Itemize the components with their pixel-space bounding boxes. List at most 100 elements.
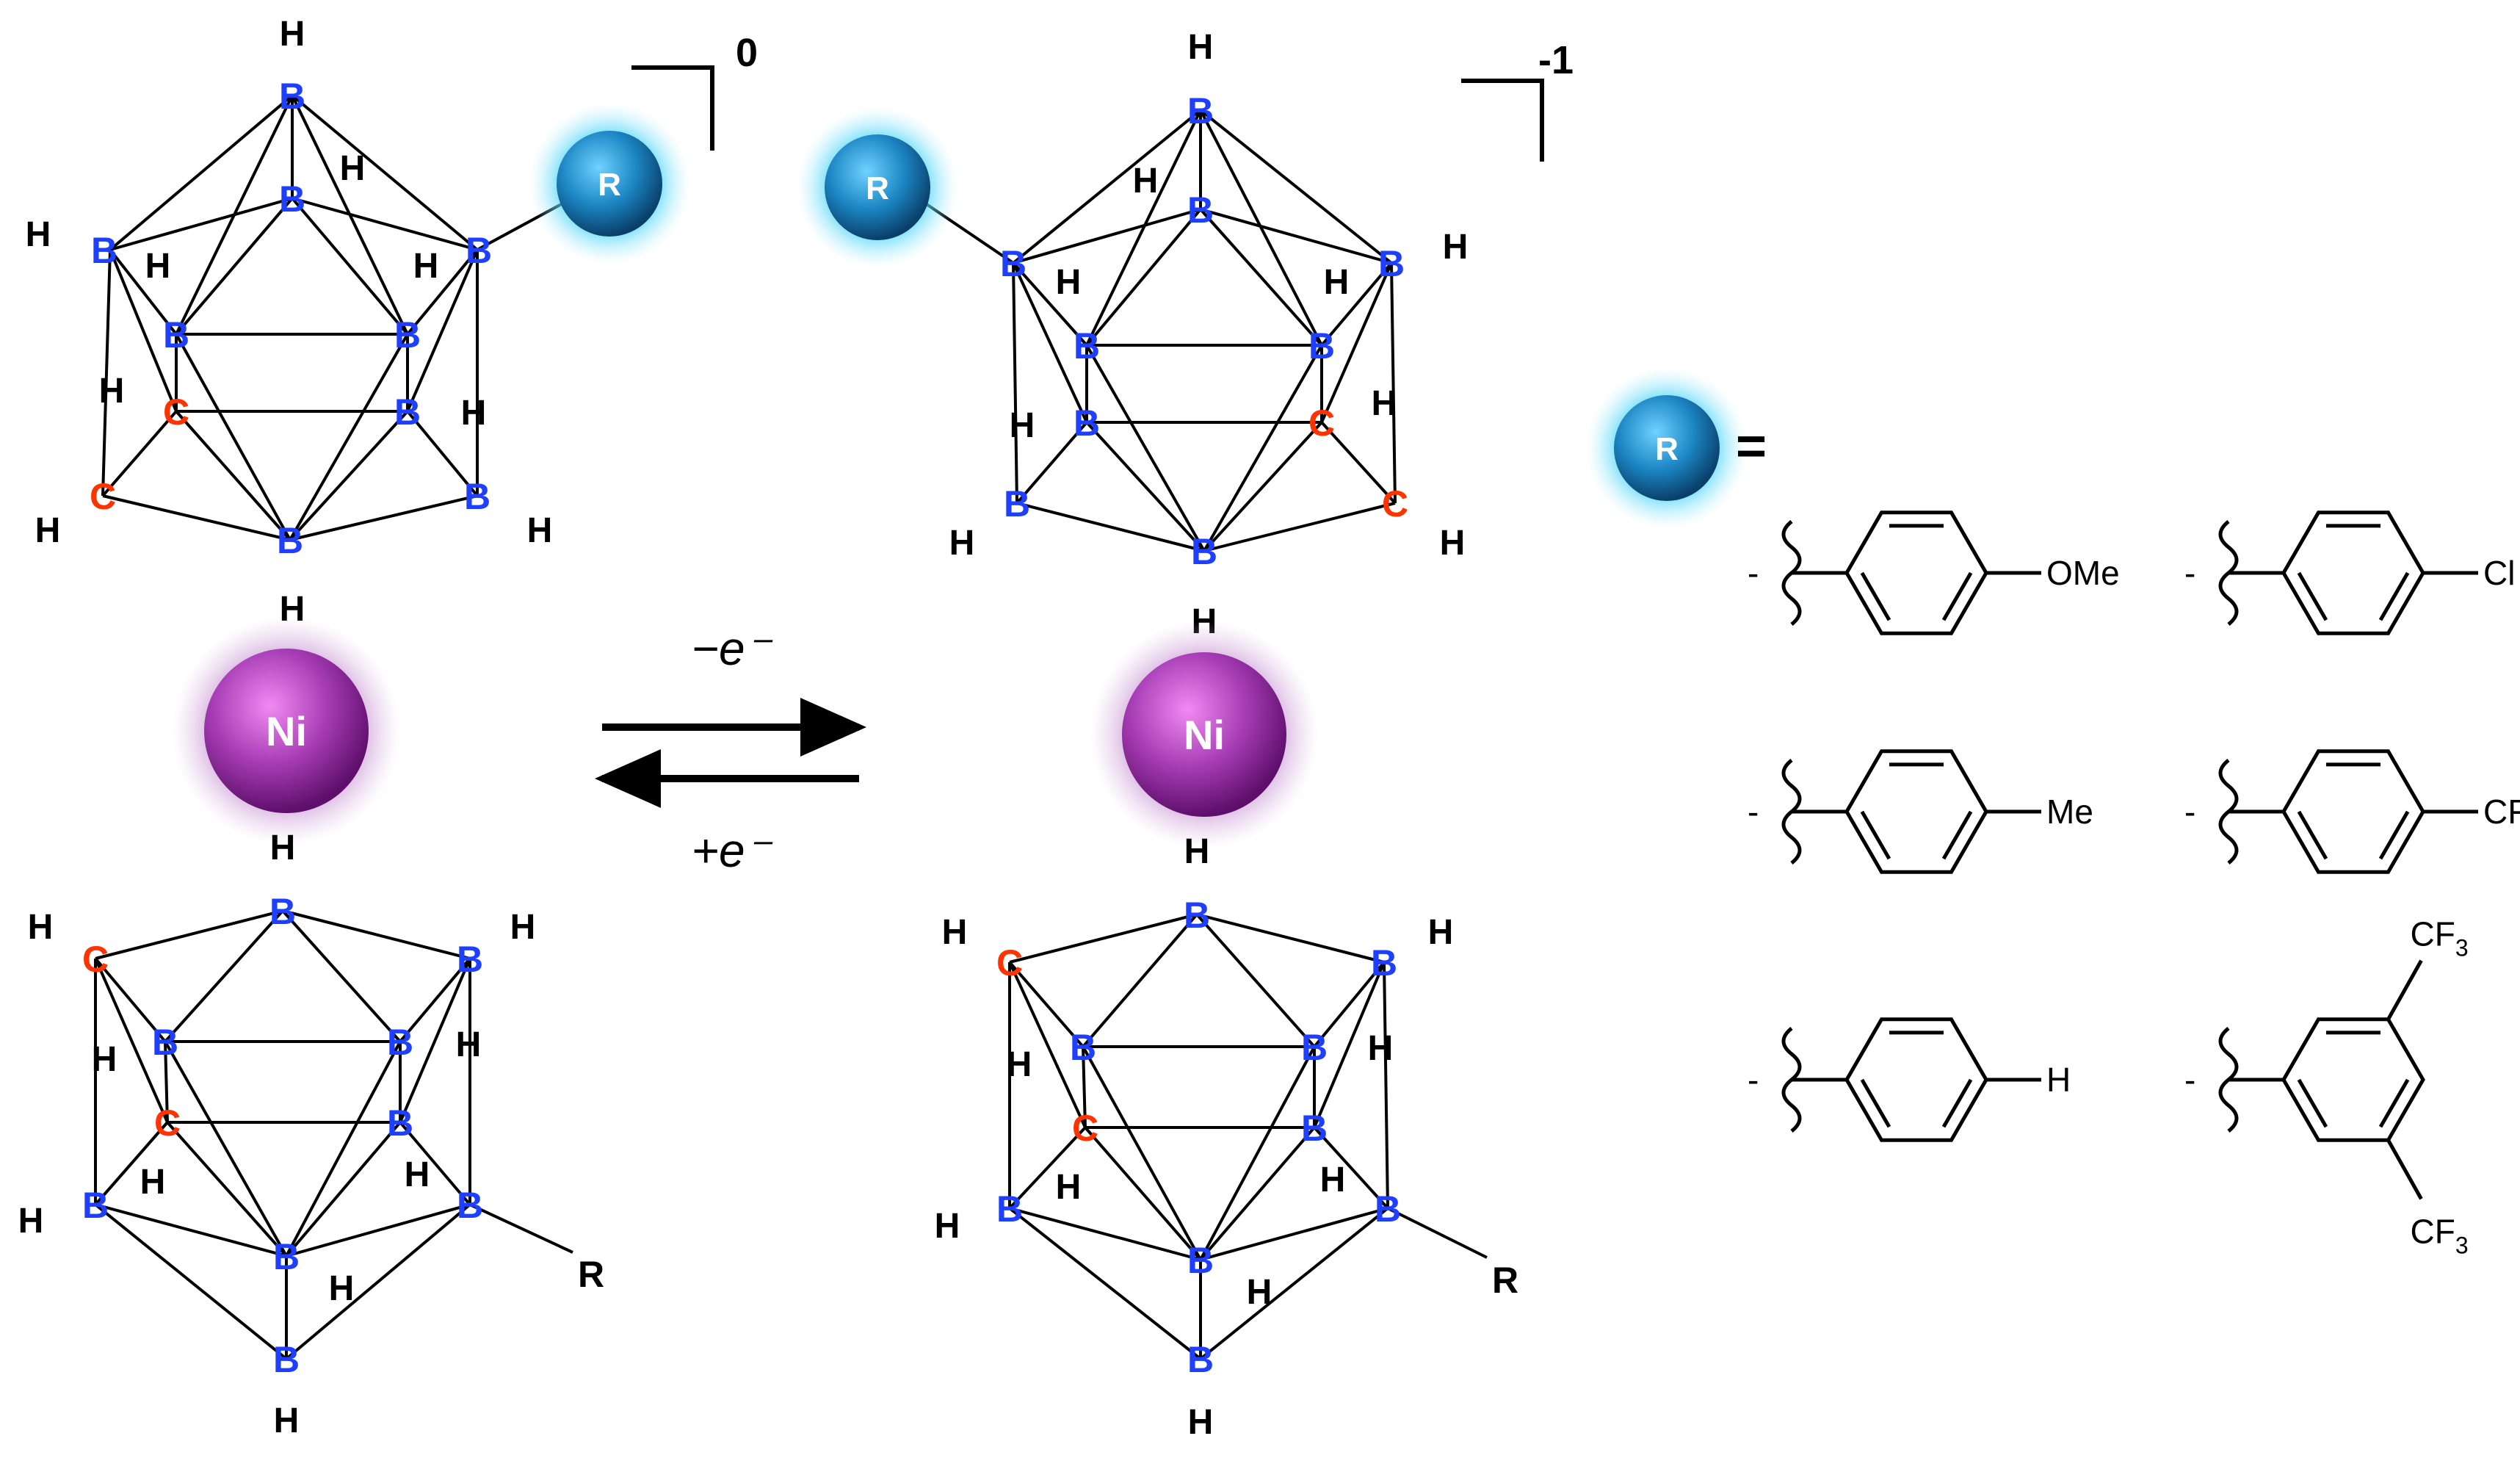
atom-b: B <box>1000 243 1027 284</box>
legend-r-label: R <box>1655 431 1679 467</box>
atom-c: C <box>1382 483 1408 524</box>
attachment-dash: - <box>2184 793 2195 831</box>
left-top-cage-atoms: H B B H H B B H H B B H C B H C B H H B … <box>26 15 553 629</box>
atom-b: B <box>1070 1027 1096 1068</box>
atom-r: R <box>578 1254 604 1295</box>
right-top-cage-atoms: H B H B B B H H H B B H H B C B C H H B … <box>949 28 1469 641</box>
atom-b: B <box>273 1236 300 1277</box>
right-ni-sphere: Ni <box>1090 621 1318 848</box>
atom-h: H <box>1184 832 1210 871</box>
atom-b: B <box>1004 483 1030 524</box>
atom-c: C <box>163 391 189 433</box>
atom-b: B <box>269 891 296 932</box>
atom-b: B <box>1191 531 1217 572</box>
atom-h: H <box>1007 1045 1032 1084</box>
substituent-option: - <box>2184 510 2478 635</box>
atom-h: H <box>1368 1029 1394 1068</box>
attachment-dash: - <box>1748 1061 1759 1099</box>
left-r-sphere: R <box>529 103 690 264</box>
r-sphere-label: R <box>866 170 889 206</box>
atom-b: B <box>394 391 421 433</box>
atom-h: H <box>1188 28 1214 67</box>
atom-b: B <box>1073 403 1100 444</box>
charge-left: 0 <box>736 31 758 75</box>
atom-h: H <box>274 1401 300 1440</box>
atom-b: B <box>1371 942 1397 984</box>
atom-h: H <box>270 829 296 867</box>
atom-h: H <box>942 913 968 952</box>
substituent-option: - <box>1748 1017 2041 1142</box>
atom-h: H <box>329 1269 355 1308</box>
atom-b: B <box>996 1188 1023 1230</box>
ni-label: Ni <box>266 708 307 754</box>
atom-h: H <box>413 247 439 286</box>
atom-b: B <box>1301 1027 1328 1068</box>
atom-b: B <box>457 939 483 980</box>
atom-h: H <box>527 511 553 550</box>
atom-h: H <box>1056 1168 1082 1207</box>
substituent-option: - <box>1748 749 2041 874</box>
left-bottom-cage-atoms: H B H C H B B B H H C B H H H B B B H R … <box>18 829 604 1440</box>
atom-h: H <box>92 1040 117 1079</box>
double-bond <box>2297 810 2328 860</box>
benzene-ring <box>2281 510 2425 635</box>
benzene-ring <box>1844 749 1988 874</box>
atom-c: C <box>1308 403 1335 444</box>
wavy-bond <box>1781 1027 1802 1133</box>
atom-b: B <box>1187 90 1214 131</box>
atom-b: B <box>1184 895 1210 936</box>
atom-h: H <box>99 372 125 411</box>
right-bottom-cage-bonds <box>1008 913 1488 1360</box>
atom-b: B <box>387 1022 413 1063</box>
atom-h: H <box>1247 1273 1272 1312</box>
atom-b: B <box>394 314 421 356</box>
double-bond <box>2378 1078 2410 1128</box>
substituent-label: H <box>2046 1061 2071 1099</box>
atom-h: H <box>340 149 366 188</box>
substituent-option: - <box>1748 510 2041 635</box>
atom-h: H <box>1324 263 1350 302</box>
atom-c: C <box>154 1102 181 1144</box>
atom-h: H <box>1372 384 1397 423</box>
atom-h: H <box>461 394 487 433</box>
reduction-label: +e⁻ <box>692 824 773 877</box>
atom-b: B <box>387 1102 413 1144</box>
double-bond <box>2297 1078 2328 1128</box>
r-sphere-label: R <box>598 167 621 203</box>
atom-h: H <box>1010 406 1035 445</box>
right-top-cage-bonds <box>916 109 1397 552</box>
atom-h: H <box>405 1155 430 1194</box>
atom-c: C <box>90 476 116 517</box>
atom-c: C <box>1072 1108 1098 1149</box>
atom-h: H <box>949 524 975 563</box>
atom-b: B <box>82 1185 109 1226</box>
left-bottom-cage-bonds <box>94 909 573 1360</box>
left-top-cage-bonds <box>101 94 566 541</box>
atom-b: B <box>152 1022 178 1063</box>
attachment-dash: - <box>2184 1061 2195 1099</box>
wavy-bond <box>1781 759 1802 865</box>
atom-h: H <box>1428 913 1454 952</box>
double-bond <box>2297 571 2328 621</box>
atom-b: B <box>279 76 305 117</box>
double-bond <box>1860 810 1891 860</box>
substituent-legend: R = <box>1586 367 1767 529</box>
atom-b: B <box>163 314 189 356</box>
double-bond <box>1941 571 1973 621</box>
double-bond <box>1941 810 1973 860</box>
atom-h: H <box>1133 162 1159 201</box>
benzene-ring <box>1844 510 1988 635</box>
double-bond <box>1941 1078 1973 1128</box>
substituent-label: CF3 <box>2483 793 2520 839</box>
double-bond <box>2378 810 2410 860</box>
legend-r-sphere <box>1614 395 1720 501</box>
charge-bracket-right <box>1461 79 1544 162</box>
atom-h: H <box>280 15 305 54</box>
atom-b: B <box>1073 325 1100 367</box>
attachment-dash: - <box>1748 554 1759 592</box>
wavy-bond <box>2218 1027 2239 1133</box>
charge-right: -1 <box>1538 38 1574 82</box>
attachment-dash: - <box>2184 554 2195 592</box>
